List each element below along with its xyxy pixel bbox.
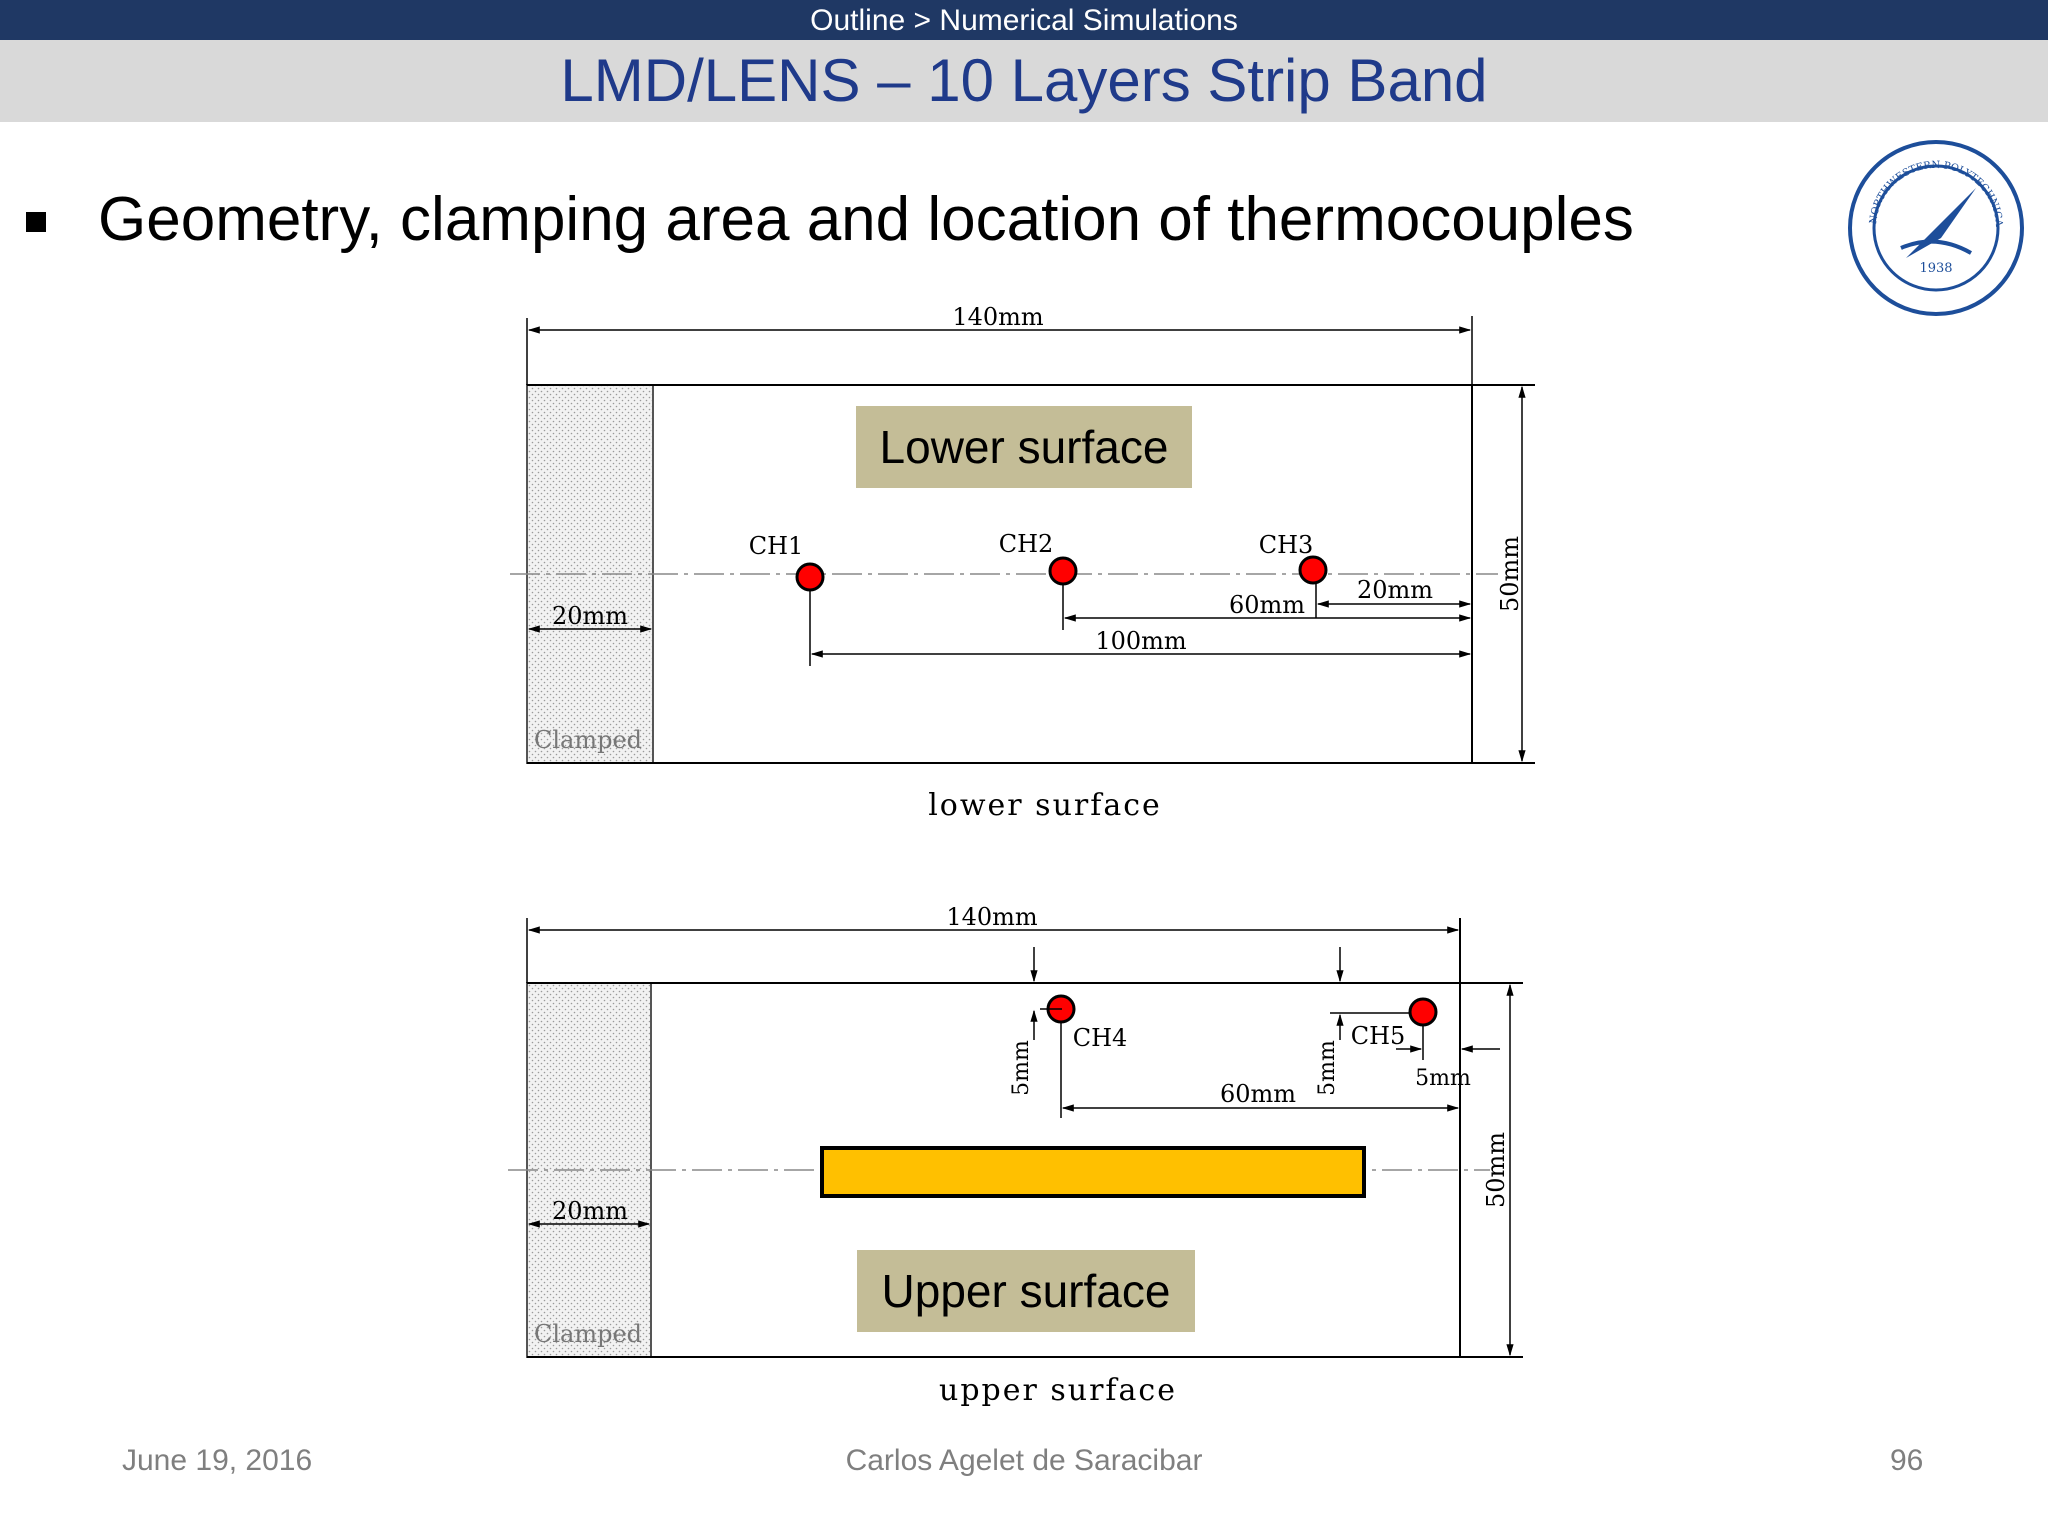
lower-clamp-zone: [526, 384, 654, 764]
bullet-marker: [26, 212, 46, 232]
label-ch1: CH1: [749, 532, 804, 560]
label-ch2: CH2: [999, 530, 1054, 558]
lower-caption: lower surface: [928, 788, 1162, 823]
upper-length-label: 140mm: [946, 903, 1038, 931]
seal-year: 1938: [1919, 261, 1952, 276]
thermocouple-ch3: [1298, 555, 1328, 585]
breadcrumb: Outline > Numerical Simulations: [0, 0, 2048, 40]
lower-clamp-label: 20mm: [552, 602, 628, 630]
lower-length-label: 140mm: [952, 303, 1044, 331]
upper-dim-5-ch5: 5mm: [1315, 1040, 1340, 1096]
thermocouple-ch1: [795, 562, 825, 592]
upper-clamped-label: Clamped: [534, 1320, 642, 1348]
footer-author: Carlos Agelet de Saracibar: [845, 1444, 1203, 1477]
upper-dim-5-ch4: 5mm: [1009, 1040, 1034, 1096]
thermocouple-ch5: [1408, 997, 1438, 1027]
upper-caption: upper surface: [939, 1373, 1177, 1408]
lower-dim-100-label: 100mm: [1095, 627, 1187, 655]
lower-surface-diagram: 140mm 50mm 20mm Clamped CH1 CH2 CH3 20mm…: [510, 303, 1535, 823]
upper-clamp-label: 20mm: [552, 1197, 628, 1225]
upper-dim-5-edge: 5mm: [1415, 1066, 1471, 1091]
label-ch5: CH5: [1351, 1022, 1406, 1050]
lower-dim-20-label: 20mm: [1357, 576, 1433, 604]
upper-dim-60-label: 60mm: [1220, 1080, 1296, 1108]
lower-width-label: 50mm: [1496, 536, 1524, 612]
bullet-text: Geometry, clamping area and location of …: [98, 185, 1634, 254]
label-ch3: CH3: [1259, 531, 1314, 559]
footer-date: June 19, 2016: [122, 1444, 313, 1477]
slide-title: LMD/LENS – 10 Layers Strip Band: [0, 40, 2048, 122]
page-number: 96: [1890, 1444, 1924, 1477]
thermocouple-ch2: [1048, 556, 1078, 586]
lower-dim-60-label: 60mm: [1229, 591, 1305, 619]
university-seal-logo: NORTHWESTERN POLYTECHNICAL UNIVERSITY 19…: [1846, 138, 2024, 316]
lower-surface-label: Lower surface: [856, 406, 1192, 488]
deposit-strip: [820, 1146, 1366, 1198]
upper-surface-diagram: 140mm 50mm 20mm Clamped CH4 CH5 5mm 5mm …: [508, 903, 1523, 1408]
upper-surface-label: Upper surface: [857, 1250, 1195, 1332]
label-ch4: CH4: [1073, 1024, 1128, 1052]
lower-clamped-label: Clamped: [534, 726, 642, 754]
